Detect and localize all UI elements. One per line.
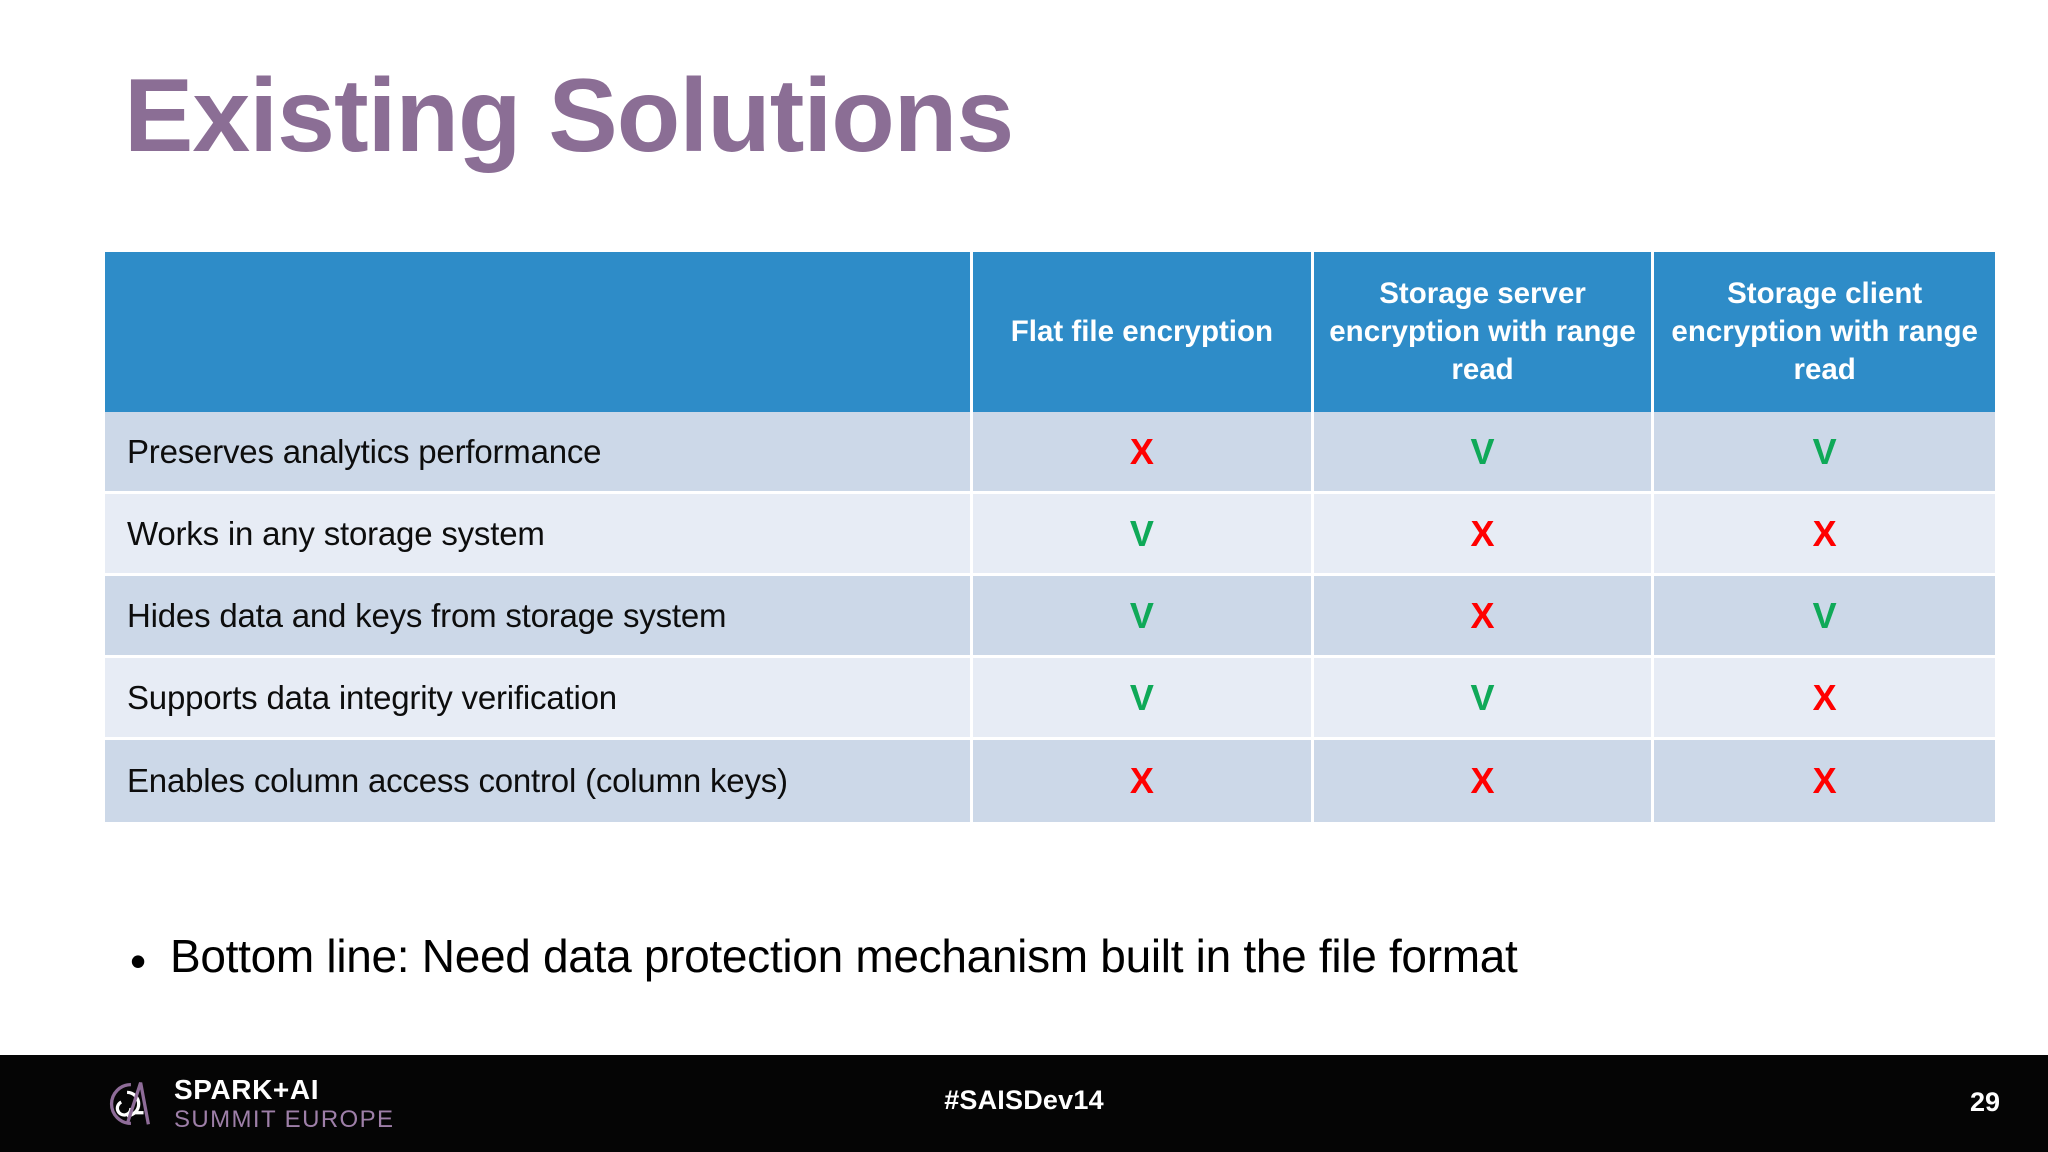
cell-mark: X — [1654, 494, 1995, 576]
logo-wordmark: SPARK+AI SUMMIT EUROPE — [174, 1076, 394, 1132]
table-row: Preserves analytics performance X V V — [105, 412, 1995, 494]
cell-mark: V — [1654, 576, 1995, 658]
row-label: Enables column access control (column ke… — [105, 740, 974, 822]
comparison-table: Flat file encryption Storage server encr… — [105, 252, 1995, 822]
row-label: Supports data integrity verification — [105, 658, 974, 740]
table-row: Enables column access control (column ke… — [105, 740, 1995, 822]
table-row: Hides data and keys from storage system … — [105, 576, 1995, 658]
cell-mark: X — [1313, 576, 1655, 658]
logo-line-spark-ai: SPARK+AI — [174, 1074, 320, 1105]
logo-line-summit-europe: SUMMIT EUROPE — [174, 1106, 395, 1133]
table-header-storage-server-encryption: Storage server encryption with range rea… — [1313, 252, 1655, 412]
spark-ai-summit-logo: SPARK+AI SUMMIT EUROPE — [98, 1073, 394, 1135]
bullet-list-item: • Bottom line: Need data protection mech… — [130, 930, 1990, 984]
table-row: Works in any storage system V X X — [105, 494, 1995, 576]
cell-mark: X — [973, 740, 1314, 822]
cell-mark: V — [1654, 412, 1995, 494]
row-label: Works in any storage system — [105, 494, 974, 576]
row-label: Preserves analytics performance — [105, 412, 974, 494]
footer-hashtag: #SAISDev14 — [944, 1085, 1104, 1115]
cell-mark: V — [973, 658, 1314, 740]
cell-mark: V — [1313, 658, 1655, 740]
cell-mark: X — [1654, 740, 1995, 822]
table-header-row: Flat file encryption Storage server encr… — [105, 252, 1995, 412]
page-title: Existing Solutions — [124, 58, 1014, 174]
bullet-dot-icon: • — [130, 935, 147, 987]
cell-mark: X — [1313, 494, 1655, 576]
cell-mark: X — [973, 412, 1314, 494]
slide-page-number: 29 — [1969, 1087, 2000, 1117]
table-header-storage-client-encryption: Storage client encryption with range rea… — [1654, 252, 1995, 412]
cell-mark: V — [973, 576, 1314, 658]
table-header-blank — [105, 252, 974, 412]
table-row: Supports data integrity verification V V… — [105, 658, 1995, 740]
cell-mark: V — [1313, 412, 1655, 494]
cell-mark: X — [1654, 658, 1995, 740]
bullet-text: Bottom line: Need data protection mechan… — [170, 930, 1518, 982]
table-header-flat-file-encryption: Flat file encryption — [973, 252, 1314, 412]
slide-footer: SPARK+AI SUMMIT EUROPE #SAISDev14 29 — [0, 1055, 2048, 1152]
row-label: Hides data and keys from storage system — [105, 576, 974, 658]
cell-mark: X — [1313, 740, 1655, 822]
sa-monogram-icon — [109, 1082, 150, 1126]
cell-mark: V — [973, 494, 1314, 576]
